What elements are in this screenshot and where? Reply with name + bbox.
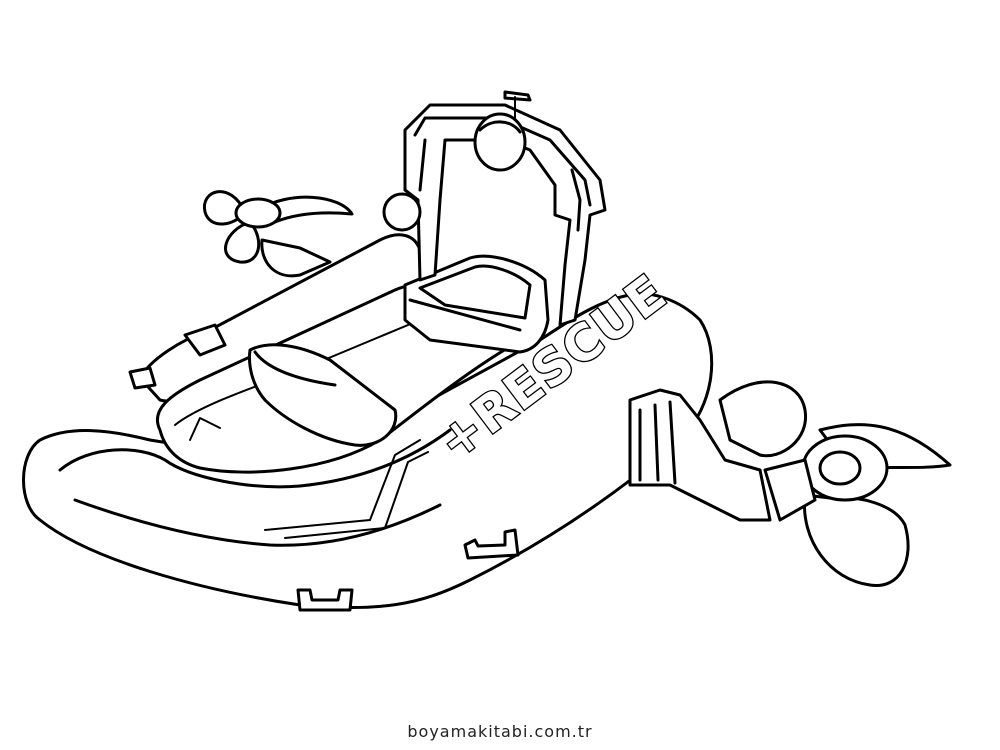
rear-seat [403,254,550,354]
frame-knob [382,192,422,232]
left-propeller-icon [203,190,354,278]
side-handle-rear [128,366,157,390]
outboard-motor [628,388,772,522]
siren-light-icon [473,90,532,172]
website-credit: boyamakitabi.com.tr [407,722,593,741]
bottom-cleat-right [463,528,520,560]
front-seat [248,343,398,447]
tower-frame [403,103,607,327]
side-handle-left [183,323,227,357]
bottom-cleat-left [296,588,354,612]
right-propeller-icon [718,380,952,588]
